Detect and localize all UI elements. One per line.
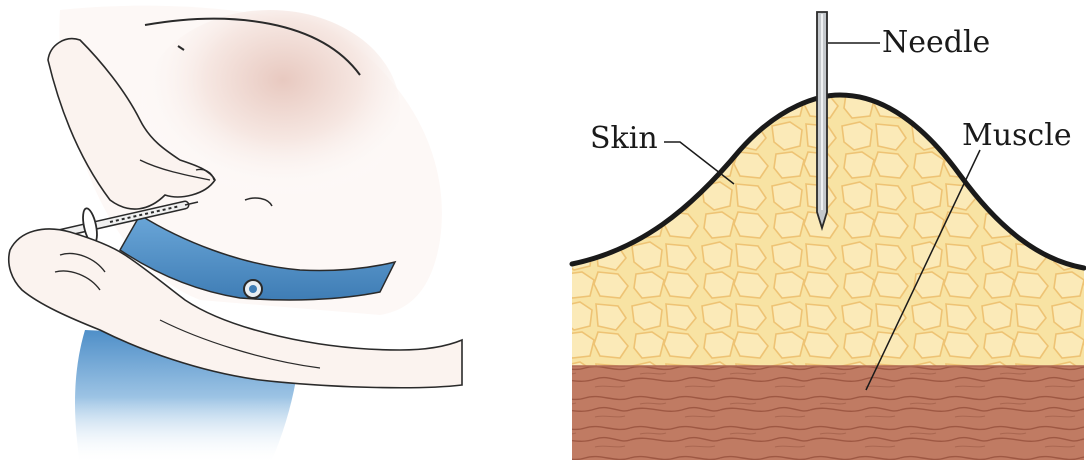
needle [817, 12, 827, 228]
tissue-cross-section: Needle Skin Muscle [572, 12, 1086, 462]
skin-label: Skin [590, 121, 658, 156]
muscle-layer [572, 366, 1086, 462]
needle-label: Needle [882, 25, 990, 60]
muscle-label: Muscle [962, 118, 1072, 153]
hand-injection-illustration [9, 6, 462, 464]
